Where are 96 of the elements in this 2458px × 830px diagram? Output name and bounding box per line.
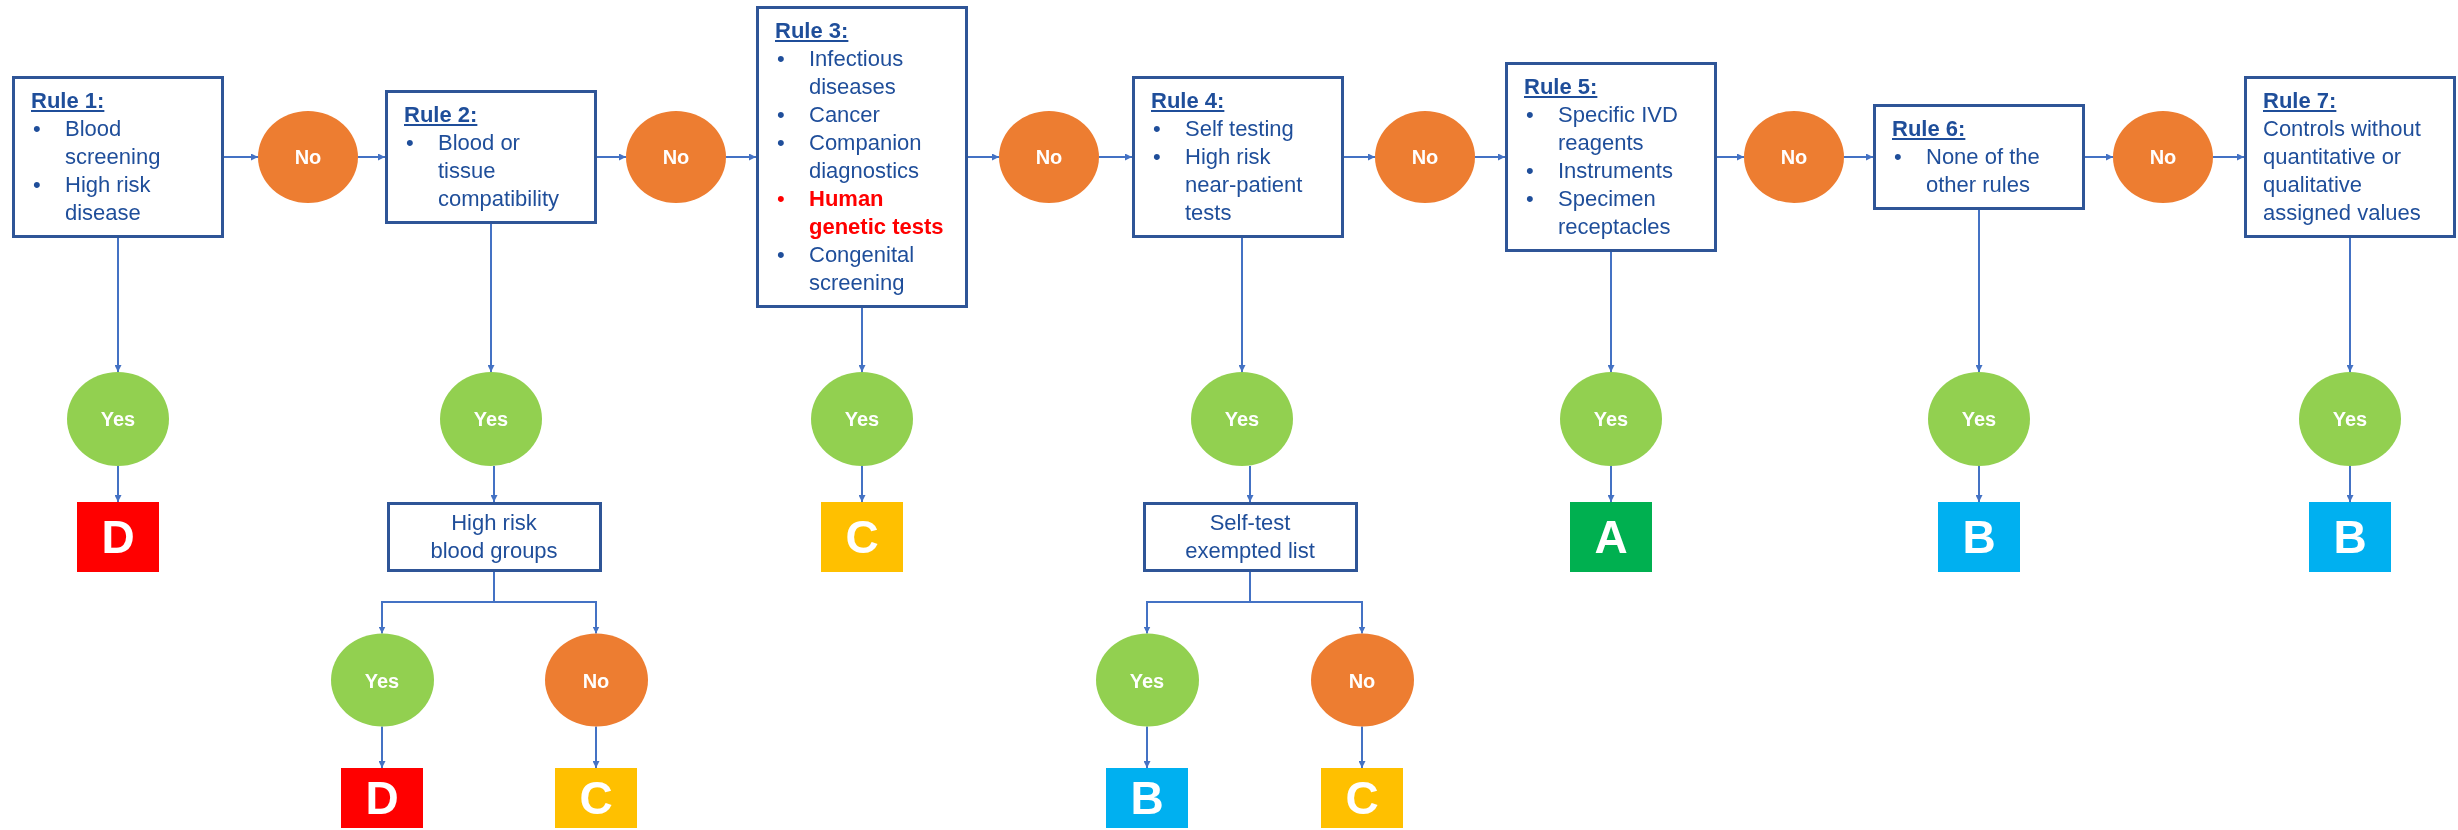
rule-heading: Rule 1: xyxy=(31,87,106,115)
arrow xyxy=(2346,237,2354,373)
arrow xyxy=(1843,153,1874,161)
arrow xyxy=(858,307,866,373)
class-box: B xyxy=(2309,502,2391,572)
bullet: • xyxy=(776,241,786,269)
arrow xyxy=(1098,153,1133,161)
arrow xyxy=(490,465,498,503)
class-box: C xyxy=(1321,768,1403,828)
arrow xyxy=(378,725,386,769)
arrow xyxy=(493,571,600,635)
no-oval: No xyxy=(544,633,648,727)
arrow xyxy=(967,153,1000,161)
rule-heading: Rule 7: xyxy=(2263,87,2338,115)
arrow xyxy=(2084,153,2114,161)
arrow xyxy=(1238,237,1246,373)
arrow xyxy=(114,465,122,503)
no-oval: No xyxy=(1744,111,1844,203)
rule-heading: Rule 2: xyxy=(404,101,479,129)
class-box: C xyxy=(821,502,903,572)
bullet-text: Human genetic tests xyxy=(809,185,945,241)
arrow xyxy=(357,153,386,161)
decision-box: Self-test exempted list xyxy=(1142,502,1358,572)
no-oval: No xyxy=(999,111,1099,203)
bullet-text: High risk disease xyxy=(65,171,152,227)
bullet-text: Specimen receptacles xyxy=(1558,185,1672,241)
bullet-text: Companion diagnostics xyxy=(809,129,923,185)
arrow xyxy=(1474,153,1506,161)
bullet-text: Blood or tissue compatibility xyxy=(438,129,561,213)
yes-oval: Yes xyxy=(330,633,434,727)
yes-oval: Yes xyxy=(440,372,542,466)
class-box: D xyxy=(77,502,159,572)
class-box: A xyxy=(1570,502,1652,572)
rule-heading: Rule 4: xyxy=(1151,87,1226,115)
bullet-text: Self testing xyxy=(1185,115,1294,143)
arrow xyxy=(1716,153,1745,161)
rule-heading: Rule 6: xyxy=(1892,115,1967,143)
rule-heading: Rule 3: xyxy=(775,17,850,45)
arrow xyxy=(725,153,757,161)
class-box: D xyxy=(341,768,423,828)
arrow xyxy=(114,237,122,373)
arrow xyxy=(2346,465,2354,503)
arrow xyxy=(1975,465,1983,503)
no-oval: No xyxy=(1310,633,1414,727)
bullet: • xyxy=(1525,101,1535,129)
decision-box: High risk blood groups xyxy=(386,502,602,572)
bullet: • xyxy=(1152,115,1162,143)
yes-oval: Yes xyxy=(811,372,913,466)
no-oval: No xyxy=(2113,111,2213,203)
bullet: • xyxy=(32,115,42,143)
bullet-text: None of the other rules xyxy=(1926,143,2041,199)
bullet-text: Cancer xyxy=(809,101,880,129)
arrow xyxy=(1249,571,1366,635)
bullet: • xyxy=(1525,157,1535,185)
no-oval: No xyxy=(258,111,358,203)
arrow xyxy=(592,725,600,769)
bullet-text: Specific IVD reagents xyxy=(1558,101,1679,157)
arrow xyxy=(1343,153,1376,161)
yes-oval: Yes xyxy=(1928,372,2030,466)
arrow xyxy=(858,465,866,503)
arrow xyxy=(1358,725,1366,769)
yes-oval: Yes xyxy=(1095,633,1199,727)
bullet: • xyxy=(776,185,786,213)
arrow xyxy=(596,153,627,161)
no-oval: No xyxy=(1375,111,1475,203)
rule-description: Controls without quantitative or qualitative assigned values xyxy=(2263,115,2422,227)
bullet-text: Blood screening xyxy=(65,115,162,171)
rule-heading: Rule 5: xyxy=(1524,73,1599,101)
arrow xyxy=(1975,209,1983,373)
arrow xyxy=(2212,153,2245,161)
class-box: B xyxy=(1106,768,1188,828)
arrow xyxy=(223,153,259,161)
yes-oval: Yes xyxy=(1560,372,1662,466)
class-box: C xyxy=(555,768,637,828)
bullet: • xyxy=(776,101,786,129)
yes-oval: Yes xyxy=(1191,372,1293,466)
arrow xyxy=(1607,251,1615,373)
bullet-text: Instruments xyxy=(1558,157,1673,185)
class-box: B xyxy=(1938,502,2020,572)
bullet: • xyxy=(1893,143,1903,171)
no-oval: No xyxy=(626,111,726,203)
arrow xyxy=(1143,725,1151,769)
bullet: • xyxy=(405,129,415,157)
yes-oval: Yes xyxy=(2299,372,2401,466)
bullet: • xyxy=(1152,143,1162,171)
bullet: • xyxy=(776,129,786,157)
bullet: • xyxy=(1525,185,1535,213)
bullet-text: Infectious diseases xyxy=(809,45,905,101)
arrow xyxy=(1246,465,1254,503)
arrow xyxy=(487,223,495,373)
arrow xyxy=(1607,465,1615,503)
bullet-text: Congenital screening xyxy=(809,241,916,297)
bullet: • xyxy=(776,45,786,73)
bullet: • xyxy=(32,171,42,199)
yes-oval: Yes xyxy=(67,372,169,466)
bullet-text: High risk near-patient tests xyxy=(1185,143,1304,227)
